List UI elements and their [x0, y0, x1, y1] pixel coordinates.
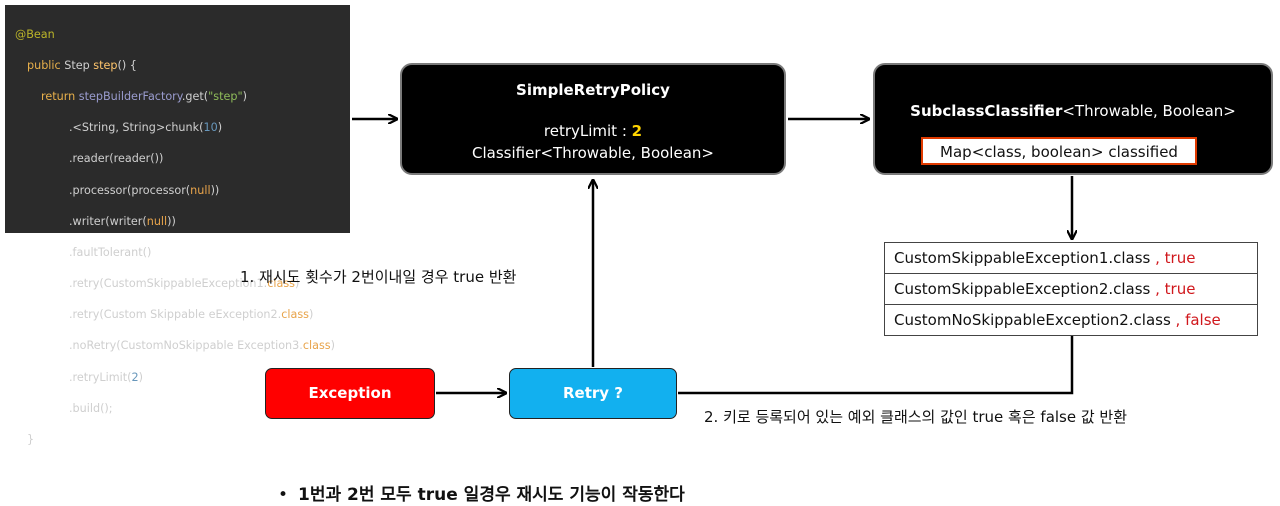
code-get-close: ) [242, 89, 247, 103]
code-close-brace: } [27, 433, 35, 447]
exception-row-name: CustomSkippableException2.class [894, 280, 1151, 298]
code-no-retry-class: class [302, 339, 331, 353]
exception-row-name: CustomNoSkippableException2.class [894, 311, 1171, 329]
code-keyword-public: public [27, 58, 61, 72]
code-retry-limit-close: ) [138, 370, 143, 384]
retry-policy-title: SimpleRetryPolicy [516, 81, 670, 99]
classified-map-box: Map<class, boolean> classified [921, 137, 1197, 165]
subclass-classifier-title-bold: SubclassClassifier [910, 102, 1063, 120]
retry-policy-classifier: Classifier<Throwable, Boolean> [472, 144, 714, 162]
code-reader: .reader(reader()) [69, 152, 164, 166]
retry-box: Retry ? [509, 368, 677, 419]
simple-retry-policy-box: SimpleRetryPolicy retryLimit : 2 Classif… [400, 63, 786, 175]
code-chunk: .<String, String>chunk( [69, 121, 204, 135]
retry-limit-value: 2 [631, 122, 643, 140]
retry-limit-line: retryLimit : 2 [402, 122, 784, 140]
code-retry-limit-value: 2 [131, 370, 139, 384]
subclass-classifier-title-generic: <Throwable, Boolean> [1062, 102, 1236, 120]
code-annotation: @Bean [15, 27, 55, 41]
code-writer-close: )) [167, 214, 176, 228]
subclass-classifier-title: SubclassClassifier<Throwable, Boolean> [875, 102, 1271, 120]
note-classifier-value: 2. 키로 등록되어 있는 예외 클래스의 값인 true 혹은 false 값… [704, 408, 1128, 426]
exception-box: Exception [265, 368, 435, 419]
code-method-name: step [93, 58, 118, 72]
code-no-retry: .noRetry(CustomNoSkippable Exception3. [69, 339, 303, 353]
code-step-string: "step" [208, 89, 243, 103]
code-type: Step [60, 58, 94, 72]
code-processor-null: null [190, 183, 211, 197]
exception-row: CustomSkippableException1.class , true [884, 242, 1258, 274]
code-processor: .processor(processor( [69, 183, 191, 197]
exception-row-value: , false [1170, 311, 1221, 329]
subclass-classifier-box: SubclassClassifier<Throwable, Boolean> M… [873, 63, 1273, 175]
exception-row-value: , true [1150, 280, 1196, 298]
code-chunk-size: 10 [203, 121, 218, 135]
code-method-open: () { [117, 58, 137, 72]
exception-row: CustomSkippableException2.class , true [884, 273, 1258, 305]
code-keyword-return: return [41, 89, 76, 103]
code-get: .get( [181, 89, 209, 103]
code-fault-tolerant: .faultTolerant() [69, 245, 152, 259]
code-retry-2: .retry(Custom Skippable eException2. [69, 308, 282, 322]
exception-row-value: , true [1150, 249, 1196, 267]
code-retry-1: .retry(CustomSkippableException1. [69, 277, 268, 291]
code-retry-2-close: ) [308, 308, 314, 322]
exception-row-name: CustomSkippableException1.class [894, 249, 1151, 267]
retry-limit-label: retryLimit : [543, 122, 632, 140]
summary-bullet: • 1번과 2번 모두 true 일경우 재시도 기능이 작동한다 [278, 480, 685, 505]
code-panel: @Bean public Step step() { return stepBu… [5, 5, 350, 446]
note-retry-limit: 1. 재시도 횟수가 2번이내일 경우 true 반환 [240, 268, 517, 286]
bullet-dot: • [278, 485, 289, 505]
code-retry-2-class: class [281, 308, 309, 322]
code-writer: .writer(writer( [69, 214, 147, 228]
code-build: .build(); [69, 401, 113, 415]
code-retry-1-close: ) [294, 277, 300, 291]
code-writer-null: null [146, 214, 168, 228]
code-processor-close: )) [210, 183, 220, 197]
summary-text: 1번과 2번 모두 true 일경우 재시도 기능이 작동한다 [298, 485, 685, 505]
line-retry-to-table [678, 334, 1074, 395]
code-no-retry-close: ) [330, 339, 335, 353]
code-chunk-close: ) [217, 121, 223, 135]
code-retry-limit: .retryLimit( [69, 370, 132, 384]
code-factory: stepBuilderFactory [75, 89, 182, 103]
exception-row: CustomNoSkippableException2.class , fals… [884, 304, 1258, 336]
code-retry-1-class: class [267, 277, 295, 291]
